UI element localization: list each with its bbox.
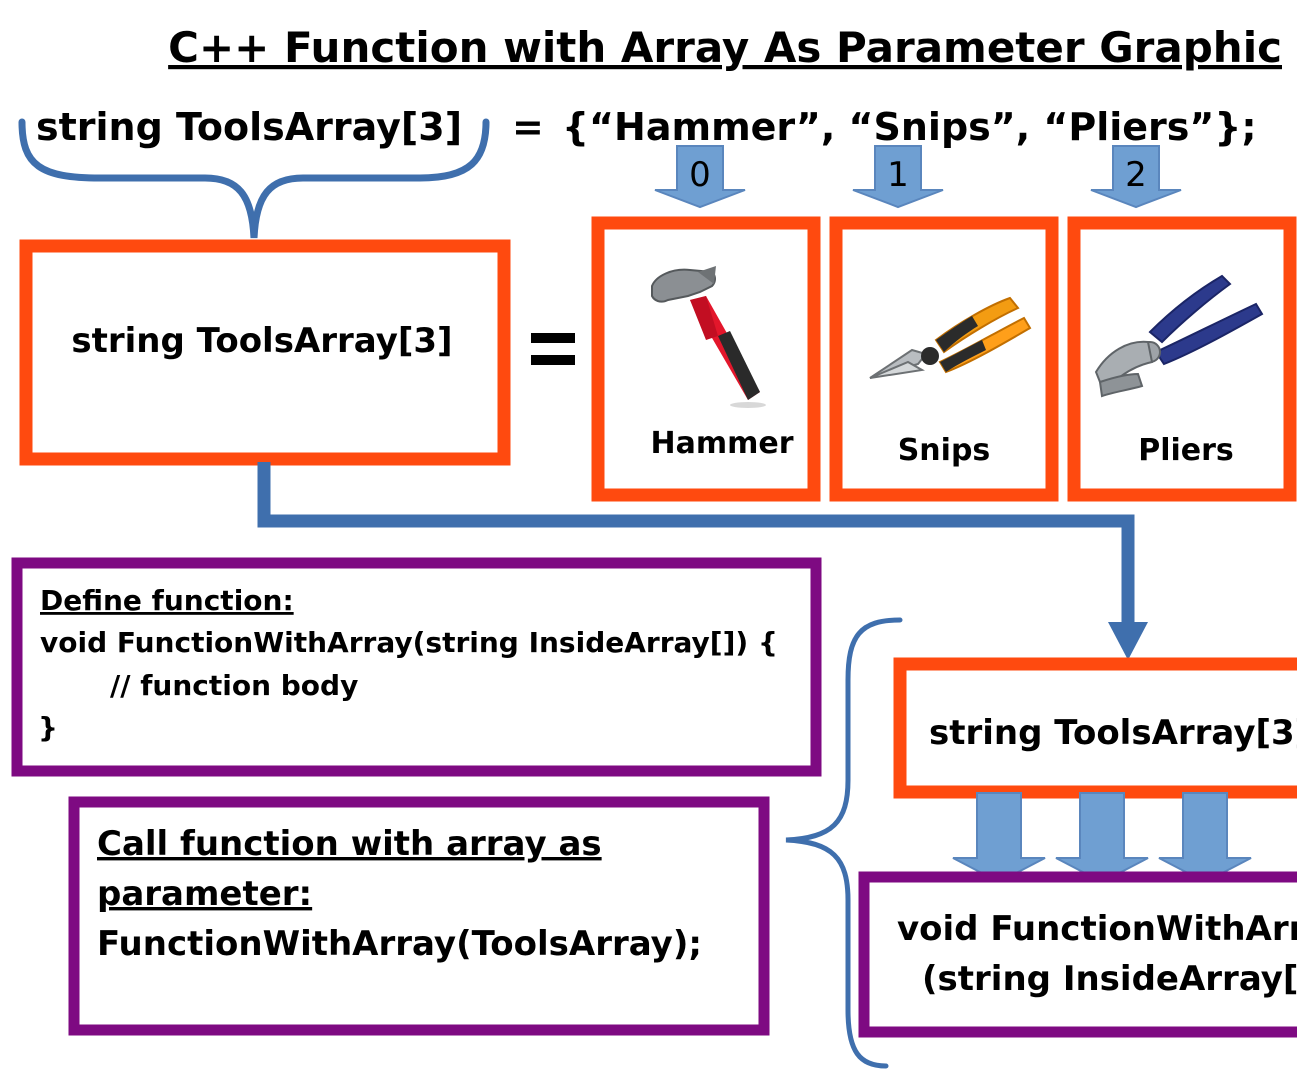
tool-label-pliers: Pliers xyxy=(1138,433,1234,468)
function-signature-line-2: (string InsideArray[]) xyxy=(922,959,1297,999)
svg-text:0: 0 xyxy=(689,155,711,195)
array-box xyxy=(19,239,511,466)
pliers-icon xyxy=(1094,274,1264,398)
declaration-equals: = xyxy=(512,105,544,149)
tool-box-snips xyxy=(829,216,1059,502)
side-brace xyxy=(785,617,903,1069)
tool-box-hammer xyxy=(591,216,821,502)
connector-arrowhead xyxy=(1108,622,1148,660)
call-heading-line-1: Call function with array as xyxy=(97,824,602,864)
big-equals-sign xyxy=(531,333,575,365)
call-code: FunctionWithArray(ToolsArray); xyxy=(97,924,702,964)
tool-label-hammer: Hammer xyxy=(650,426,793,461)
function-signature-box xyxy=(858,871,1297,1038)
define-line-1: void FunctionWithArray(string InsideArra… xyxy=(40,626,778,659)
call-heading-line-2: parameter: xyxy=(97,874,312,914)
hammer-icon xyxy=(651,266,766,408)
array-box-label: string ToolsArray[3] xyxy=(71,321,452,361)
define-function-box xyxy=(11,557,822,777)
define-heading: Define function: xyxy=(40,584,294,617)
define-line-3: } xyxy=(38,711,58,744)
connector-line xyxy=(257,462,1135,628)
index-arrow-0: 0 xyxy=(654,145,746,209)
diagram-title: C++ Function with Array As Parameter Gra… xyxy=(168,23,1282,72)
index-arrow-1: 1 xyxy=(852,145,944,209)
tool-label-snips: Snips xyxy=(898,433,991,468)
passed-array-label: string ToolsArray[3] xyxy=(929,713,1297,753)
transfer-arrow-1 xyxy=(1055,792,1149,884)
transfer-arrow-0 xyxy=(952,792,1046,884)
function-signature-line-1: void FunctionWithArray xyxy=(897,909,1297,949)
snips-icon xyxy=(869,296,1032,379)
transfer-arrow-2 xyxy=(1158,792,1252,884)
svg-text:1: 1 xyxy=(887,155,909,195)
call-function-box xyxy=(68,796,770,1036)
index-arrow-2: 2 xyxy=(1090,145,1182,209)
declaration-values: {“Hammer”, “Snips”, “Pliers”}; xyxy=(562,105,1257,149)
top-brace xyxy=(18,118,490,239)
define-line-2: // function body xyxy=(110,669,358,702)
declaration-name: string ToolsArray[3] xyxy=(36,105,462,149)
svg-text:2: 2 xyxy=(1125,155,1147,195)
